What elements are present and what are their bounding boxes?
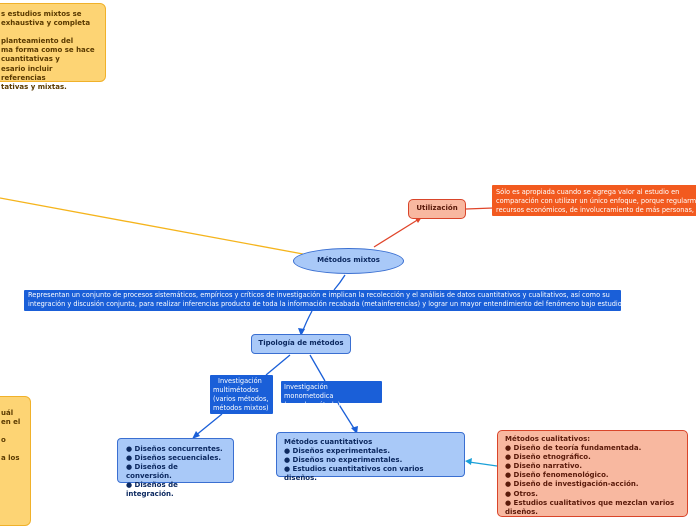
utilizacion-detail[interactable]: Sólo es apropiada cuando se agrega valor… bbox=[492, 185, 696, 216]
topic-tipologia[interactable]: Tipología de métodos bbox=[251, 334, 351, 354]
cuantitativos-line: ● Estudios cuantitativos con varios dise… bbox=[284, 465, 424, 483]
note-line: a los bbox=[1, 454, 20, 463]
topic-multi-designs[interactable]: ● Diseños concurrentes. ● Diseños secuen… bbox=[117, 438, 234, 498]
topic-tipologia-label: Tipología de métodos bbox=[258, 339, 344, 348]
definition-line: Representan un conjunto de procesos sist… bbox=[28, 291, 610, 299]
note-line: exhaustiva y completa bbox=[1, 19, 91, 28]
multimetodos-line: Investigación bbox=[218, 377, 262, 385]
multimetodos-line: (varios métodos, bbox=[213, 394, 269, 403]
monometodica-line: (un solo método) bbox=[284, 400, 341, 409]
note-line: ma forma como se hace bbox=[1, 46, 95, 55]
cuantitativos-line: ● Diseños experimentales. bbox=[284, 447, 391, 456]
cualitativos-line: ● Diseño de teoría fundamentada. bbox=[505, 444, 642, 453]
monometodica-line: Investigación monometodica bbox=[284, 383, 334, 400]
cualitativos-line: Métodos cualitativos: bbox=[505, 435, 591, 443]
connector-left-to-central bbox=[0, 197, 304, 255]
arrowhead-tipologia bbox=[298, 328, 305, 336]
note-line bbox=[1, 427, 26, 436]
arrowhead-designs bbox=[192, 431, 200, 439]
note-line bbox=[1, 445, 26, 454]
definition-box[interactable]: Representan un conjunto de procesos sist… bbox=[24, 290, 624, 311]
connector-multimetodos-to-designs bbox=[194, 413, 223, 437]
connector-utilizacion-to-detail bbox=[465, 207, 494, 210]
design-item: ● Diseños de conversión. bbox=[126, 463, 178, 481]
topic-metodos-cualitativos[interactable]: Métodos cualitativos: ● Diseño de teoría… bbox=[497, 430, 688, 517]
design-item: ● Diseños de integración. bbox=[126, 481, 178, 499]
multimetodos-line: métodos mixtos) bbox=[213, 403, 269, 412]
topic-metodos-cuantitativos[interactable]: Métodos cuantitativos ● Diseños experime… bbox=[276, 432, 465, 482]
cualitativos-line: ● Diseño fenomenológico. bbox=[505, 471, 609, 480]
cualitativos-line: diseños. bbox=[505, 507, 538, 516]
central-topic-metodos-mixtos[interactable]: Métodos mixtos bbox=[293, 248, 404, 274]
note-left[interactable]: uál en el o a los bbox=[0, 396, 31, 526]
design-item: ● Diseños secuenciales. bbox=[126, 454, 222, 463]
cualitativos-line: ● Diseño etnográfico. bbox=[505, 453, 591, 462]
note-line: esario incluir referencias bbox=[1, 64, 53, 82]
cualitativos-line: ● Otros. bbox=[505, 489, 538, 498]
topic-monometodica[interactable]: Investigación monometodica (un solo méto… bbox=[281, 381, 382, 409]
central-topic-label: Métodos mixtos bbox=[317, 256, 380, 265]
arrowhead-cualitativos bbox=[465, 458, 472, 465]
multimetodos-line: multimétodos bbox=[213, 385, 259, 394]
cualitativos-line: ● Estudios cualitativos que mezclan vari… bbox=[505, 498, 675, 507]
note-line: o bbox=[1, 436, 6, 445]
connector-central-to-utilizacion bbox=[373, 218, 420, 248]
detail-line: Sólo es apropiada cuando se agrega valor… bbox=[496, 188, 680, 196]
note-line: tativas y mixtas. bbox=[1, 82, 67, 91]
note-line: en el bbox=[1, 418, 21, 427]
note-line: cuantitativas y bbox=[1, 55, 60, 64]
cuantitativos-line: Métodos cuantitativos bbox=[284, 438, 373, 446]
note-line: s estudios mixtos se bbox=[1, 10, 82, 18]
cualitativos-line: ● Diseño narrativo. bbox=[505, 462, 583, 471]
note-line: planteamiento del bbox=[1, 37, 74, 46]
design-item: ● Diseños concurrentes. bbox=[126, 445, 223, 453]
detail-line: recursos económicos, de involucramiento … bbox=[496, 205, 696, 214]
connector-tipologia-to-monometodica bbox=[309, 354, 326, 382]
cuantitativos-line: ● Diseños no experimentales. bbox=[284, 456, 403, 465]
note-top-left[interactable]: s estudios mixtos se exhaustiva y comple… bbox=[0, 3, 106, 91]
definition-line: integración y discusión conjunta, para r… bbox=[28, 300, 624, 309]
connector-monometodica-to-cuantitativos bbox=[337, 402, 356, 431]
topic-utilizacion-label: Utilización bbox=[416, 204, 458, 213]
note-line: uál bbox=[1, 409, 14, 417]
connector-central-to-definition bbox=[333, 274, 346, 291]
connector-tipologia-to-multimetodos bbox=[265, 354, 291, 376]
cualitativos-line: ● Diseño de investigación-acción. bbox=[505, 480, 639, 489]
connector-cualitativos-to-cuantitativos bbox=[468, 461, 498, 467]
note-line bbox=[1, 28, 99, 37]
topic-utilizacion[interactable]: Utilización bbox=[408, 199, 466, 219]
detail-line: comparación con utilizar un único enfoqu… bbox=[496, 196, 696, 205]
topic-multimetodos[interactable]: Investigación multimétodos (varios métod… bbox=[210, 375, 273, 414]
